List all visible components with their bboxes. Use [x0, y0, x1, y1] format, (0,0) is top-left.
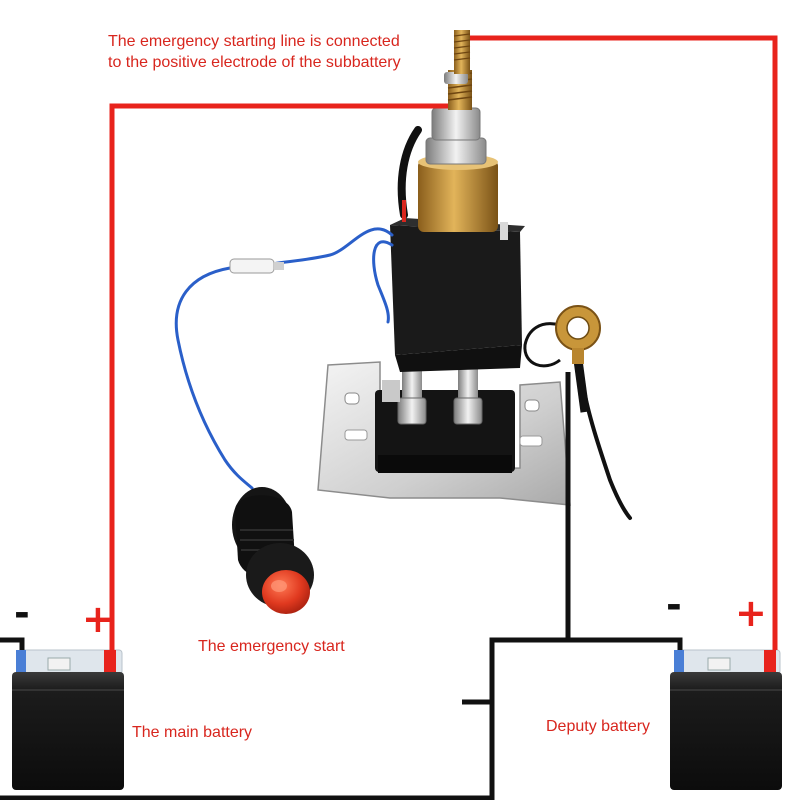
- caption-line-2: to the positive electrode of the subbatt…: [108, 54, 401, 71]
- positive-wire: [109, 35, 778, 650]
- caption-line-1: The emergency starting line is connected: [108, 33, 400, 50]
- deputy-plus-sign: +: [735, 591, 767, 635]
- inline-connector-tip: [274, 262, 284, 270]
- deputy-minus-sign: -: [666, 583, 682, 627]
- ground-wire: [0, 372, 683, 800]
- emergency-start-label: The emergency start: [198, 638, 345, 655]
- ring-terminal-icon: [523, 305, 632, 520]
- push-button-icon: [232, 487, 314, 614]
- main-plus-sign: +: [82, 597, 114, 641]
- deputy-battery-label: Deputy battery: [546, 718, 651, 735]
- main-battery-label: The main battery: [132, 724, 253, 741]
- relay-icon: [317, 30, 571, 506]
- deputy-battery-icon: [670, 649, 782, 790]
- main-battery-icon: [12, 649, 124, 790]
- inline-connector: [229, 258, 275, 274]
- main-minus-sign: -: [14, 591, 30, 635]
